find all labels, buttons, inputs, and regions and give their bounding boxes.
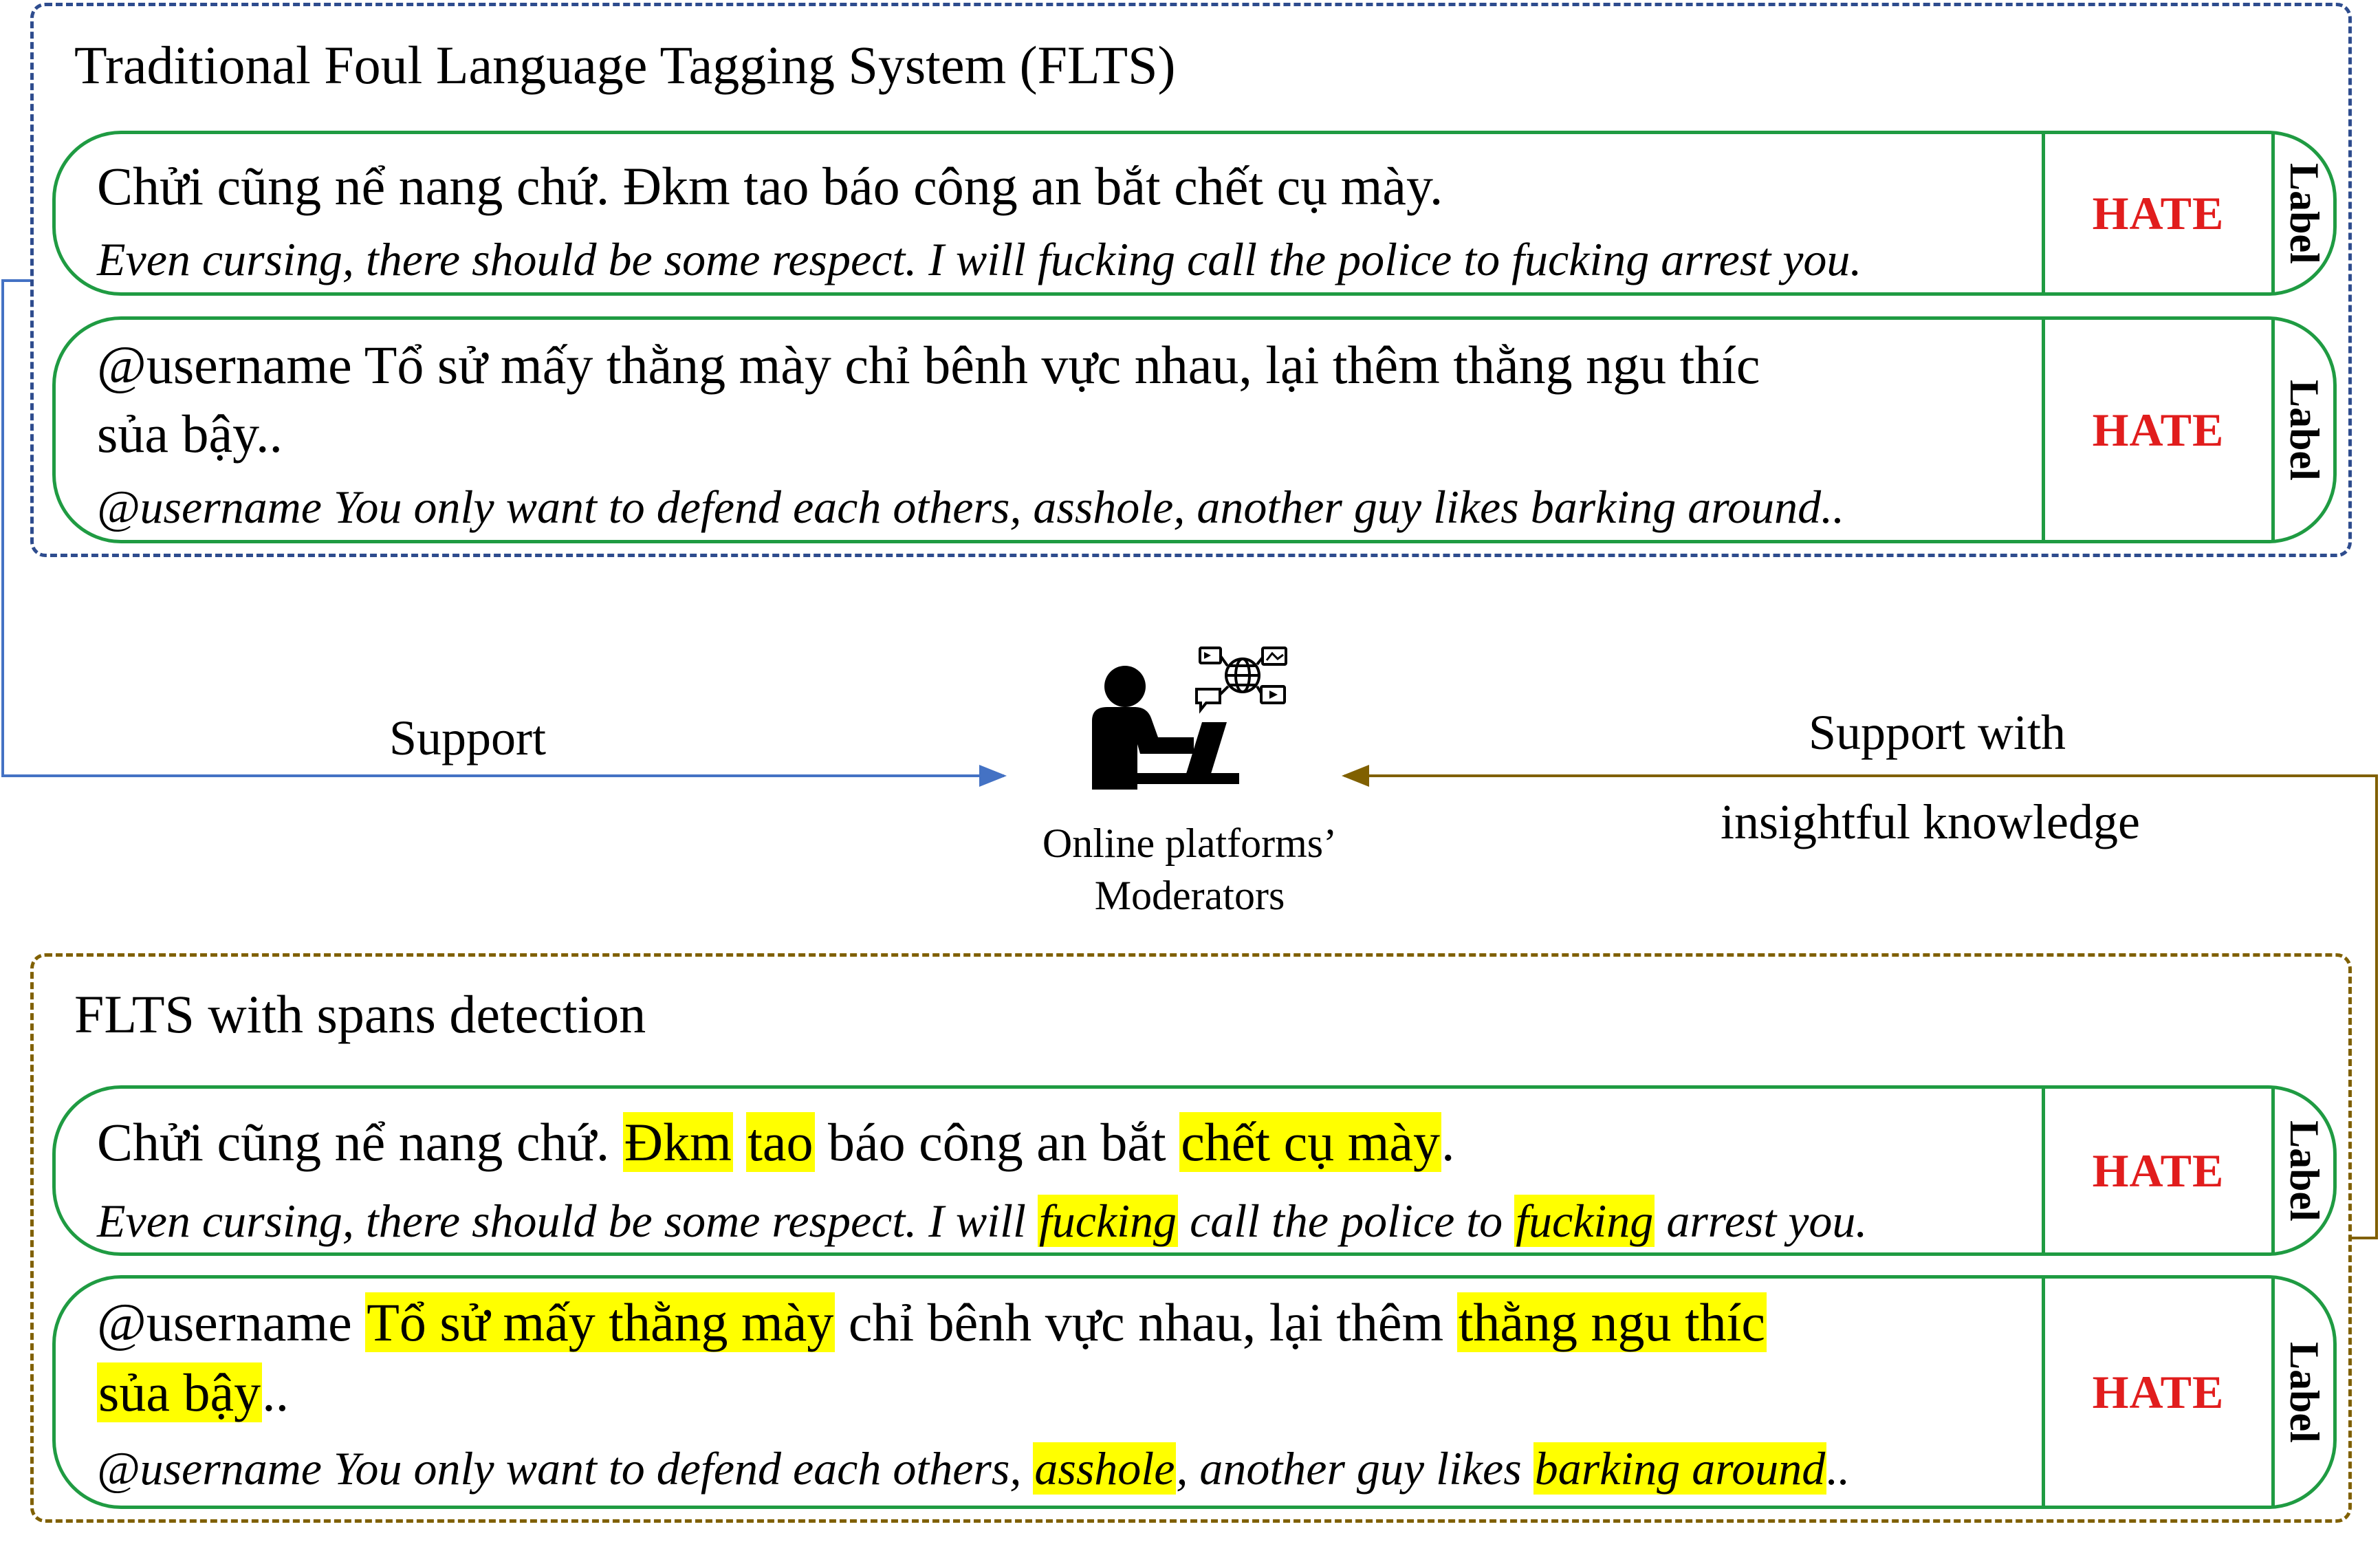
traditional-flts-panel — [30, 3, 2352, 557]
support-arrow-left — [1, 279, 1007, 787]
top-panel-title: Traditional Foul Language Tagging System… — [74, 35, 1176, 95]
bottom-row-2: @username Tổ sử mấy thằng mày chỉ bênh v… — [52, 1275, 2337, 1509]
plain-span: .. — [262, 1362, 290, 1422]
vietnamese-text-line-2: sủa bậy.. — [97, 404, 283, 464]
moderators-caption-line-2: Moderators — [1094, 873, 1285, 918]
row-text-cell: Chửi cũng nể nang chứ. Đkm tao báo công … — [56, 134, 2042, 292]
hate-span-highlight: barking around — [1533, 1442, 1827, 1495]
hate-span-highlight: Tổ sử mấy thằng mày — [365, 1292, 836, 1352]
vietnamese-text: Chửi cũng nể nang chứ. Đkm tao báo công … — [97, 156, 1443, 216]
flts-spans-panel — [30, 953, 2352, 1523]
hate-tag: HATE — [2092, 1365, 2225, 1418]
moderators-caption: Online platforms’ Moderators — [990, 817, 1389, 922]
bottom-panel-title: FLTS with spans detection — [74, 984, 646, 1044]
hate-span-highlight: fucking — [1037, 1195, 1179, 1247]
hate-tag: HATE — [2092, 403, 2225, 456]
column-divider — [2271, 134, 2275, 292]
label-cell: Label — [2275, 134, 2333, 292]
hate-span-highlight: tao — [746, 1112, 815, 1172]
hate-span-highlight: fucking — [1514, 1195, 1655, 1247]
row-text-cell: Chửi cũng nể nang chứ. Đkm tao báo công … — [56, 1089, 2042, 1252]
label-cell: Label — [2275, 1279, 2333, 1506]
english-translation: @username You only want to defend each o… — [97, 1440, 1850, 1497]
vietnamese-text-line-2: sủa bậy.. — [97, 1358, 289, 1427]
column-divider — [2042, 1279, 2045, 1506]
english-translation: Even cursing, there should be some respe… — [97, 1192, 1867, 1250]
english-translation: Even cursing, there should be some respe… — [97, 233, 1862, 285]
moderators-caption-line-1: Online platforms’ — [1042, 821, 1338, 866]
support-with-label: Support with — [1809, 705, 2066, 760]
plain-span: @username — [97, 1292, 366, 1352]
hate-span-highlight: sủa bậy — [97, 1362, 263, 1422]
row-text-cell: @username Tổ sử mấy thằng mày chỉ bênh v… — [56, 320, 2042, 540]
support-arrow-right — [1342, 765, 2378, 1239]
row-text-cell: @username Tổ sử mấy thằng mày chỉ bênh v… — [56, 1279, 2042, 1506]
column-divider — [2042, 1089, 2045, 1252]
plain-span: . — [1441, 1112, 1455, 1172]
label-cell: Label — [2275, 320, 2333, 540]
vietnamese-text-line-1: @username Tổ sử mấy thằng mày chỉ bênh v… — [97, 1288, 1767, 1357]
hate-span-highlight: asshole — [1033, 1442, 1177, 1495]
plain-span: call the police to — [1178, 1195, 1515, 1247]
column-divider — [2271, 1279, 2275, 1506]
bottom-row-1: Chửi cũng nể nang chứ. Đkm tao báo công … — [52, 1085, 2337, 1256]
plain-span: .. — [1826, 1442, 1850, 1495]
plain-span: báo công an bắt — [814, 1112, 1180, 1172]
column-divider — [2042, 134, 2045, 292]
top-row-2: @username Tổ sử mấy thằng mày chỉ bênh v… — [52, 316, 2337, 543]
hate-tag: HATE — [2092, 186, 2225, 239]
hate-span-highlight: chết cụ mày — [1179, 1112, 1442, 1172]
column-divider — [2271, 320, 2275, 540]
column-divider — [2042, 320, 2045, 540]
label-text: Label — [2282, 379, 2328, 481]
vietnamese-text-line-1: @username Tổ sử mấy thằng mày chỉ bênh v… — [97, 335, 1760, 395]
plain-span — [733, 1112, 747, 1172]
plain-span: chỉ bênh vực nhau, lại thêm — [835, 1292, 1457, 1352]
plain-span: Chửi cũng nể nang chứ. — [97, 1112, 623, 1172]
person-laptop-network-icon — [1092, 647, 1287, 790]
vietnamese-text: Chửi cũng nể nang chứ. Đkm tao báo công … — [97, 1108, 1455, 1177]
insightful-knowledge-label: insightful knowledge — [1721, 794, 2140, 849]
hate-tag: HATE — [2092, 1144, 2225, 1197]
label-text: Label — [2282, 1120, 2328, 1221]
plain-span: , another guy likes — [1176, 1442, 1533, 1495]
english-translation: @username You only want to defend each o… — [97, 481, 1845, 533]
column-divider — [2271, 1089, 2275, 1252]
plain-span: @username You only want to defend each o… — [97, 1442, 1034, 1495]
hate-span-highlight: Đkm — [622, 1112, 733, 1172]
support-label: Support — [389, 710, 547, 765]
label-text: Label — [2282, 162, 2328, 264]
label-cell: Label — [2275, 1089, 2333, 1252]
label-text: Label — [2282, 1341, 2328, 1443]
plain-span: arrest you. — [1655, 1195, 1868, 1247]
top-row-1: Chửi cũng nể nang chứ. Đkm tao báo công … — [52, 131, 2337, 296]
hate-span-highlight: thằng ngu thíc — [1456, 1292, 1767, 1352]
plain-span: Even cursing, there should be some respe… — [97, 1195, 1038, 1247]
